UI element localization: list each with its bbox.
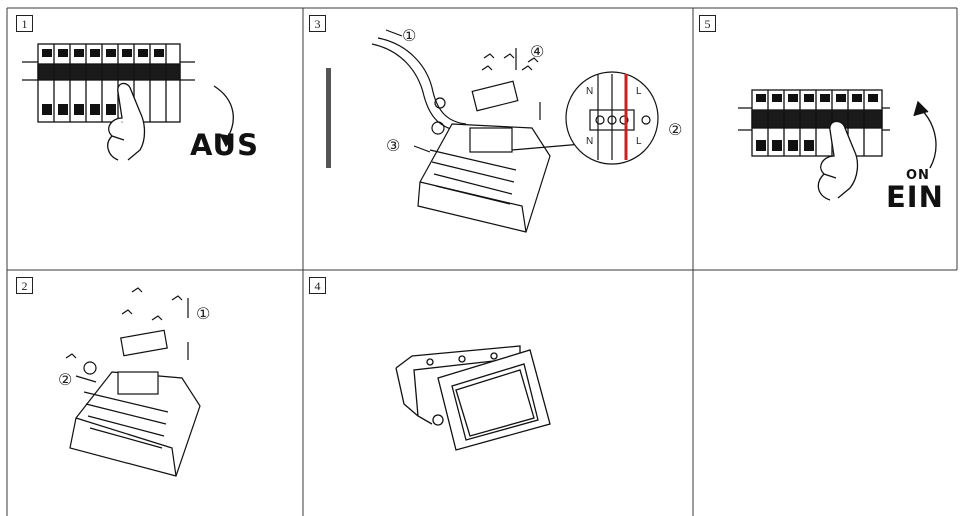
step-number-4: 4 [309,277,326,294]
breaker-block [37,43,181,123]
marker-2: ② [668,120,683,139]
marker-3: ③ [386,136,401,155]
screw-icons [65,287,183,359]
panel-1-breaker-off [22,43,234,161]
panel-3-wiring [326,37,659,233]
screw-icons [481,53,539,71]
step-number-3: 3 [309,15,326,32]
terminal-label-n-top: N [586,86,594,97]
hand-icon [817,120,859,201]
marker-4: ④ [530,42,545,61]
cover-plate [471,80,519,112]
power-cable [371,43,463,133]
off-label: AUS [190,128,259,162]
terminal-label-l-top: L [636,86,642,97]
step-number-2: 2 [16,277,33,294]
down-arrows [515,48,541,120]
wall-hatch [326,68,331,168]
floodlight-rear [417,97,551,233]
rotate-up-arrow-icon [919,107,937,169]
rotate-down-arrow-icon [213,85,234,141]
panel-5-breaker-on [738,89,937,201]
panel-frame [6,7,958,516]
step-number-1: 1 [16,15,33,32]
panel-3-cable-arrow [385,29,431,153]
marker-1: ① [196,304,211,323]
up-arrows [75,298,189,383]
on-label: EIN [886,180,944,214]
panel-2-open-cover [65,287,201,477]
floodlight-rear [69,361,201,477]
terminal-label-l-bottom: L [636,136,642,147]
marker-2: ② [58,370,73,389]
marker-1: ① [402,26,417,45]
cover-plate [120,329,168,357]
terminal-label-n-bottom: N [586,136,594,147]
step-number-5: 5 [699,15,716,32]
hand-icon [107,82,146,161]
panel-4-floodlight [395,345,551,451]
terminal-block [589,74,651,160]
on-small-label: ON [906,168,930,183]
